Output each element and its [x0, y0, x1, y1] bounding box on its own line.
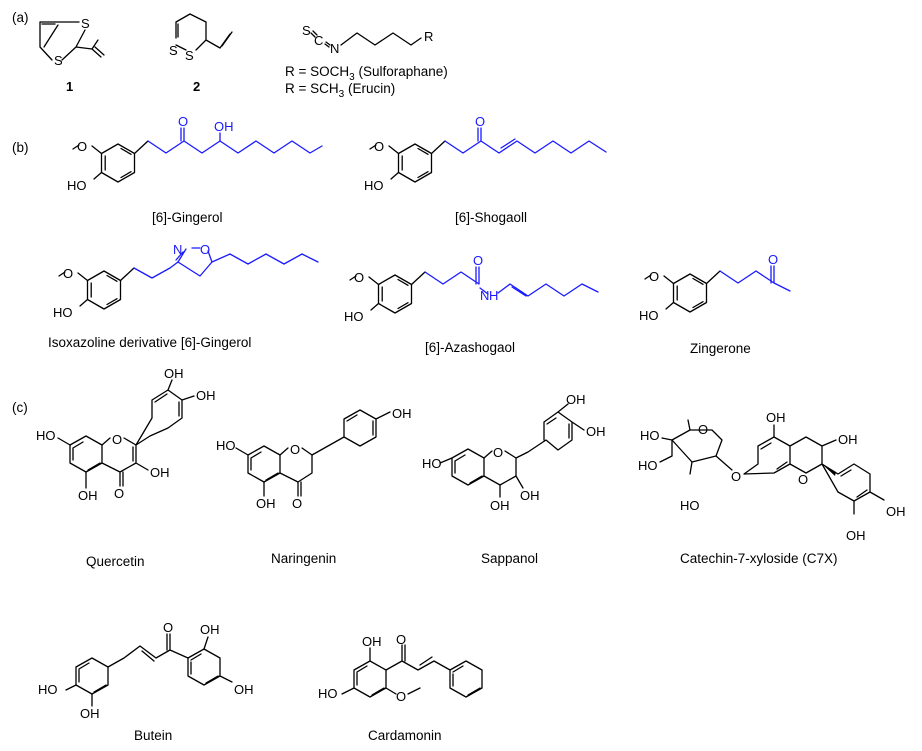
hydroxyl-label: OH — [838, 432, 858, 447]
compound-2-number: 2 — [193, 79, 200, 94]
isothiocyanate-structure: S C N R — [302, 23, 433, 56]
hydroxyl-label: OH — [886, 504, 906, 519]
oxygen-atom: O — [200, 242, 210, 257]
hydroxyl-label: HO — [638, 458, 658, 473]
naringenin-caption: Naringenin — [271, 551, 336, 566]
butein-structure: O HO OH OH OH — [38, 620, 254, 721]
compound-2-structure: S S — [169, 13, 233, 63]
hydroxyl-label: HO — [344, 309, 364, 324]
naringenin-structure: O O HO OH OH — [216, 406, 412, 511]
catechin-xyloside-caption: Catechin-7-xyloside (C7X) — [680, 551, 838, 566]
hydroxyl-label: HO — [38, 682, 58, 697]
panel-label-a: (a) — [12, 10, 29, 25]
nitrogen-atom: N — [480, 288, 489, 303]
quercetin-structure: O O OH HO OH OH OH — [36, 366, 216, 503]
azashogaol-structure: O HO O N H — [344, 253, 599, 324]
nitrogen-atom: N — [330, 41, 339, 56]
hydroxyl-label: OH — [766, 410, 786, 425]
oxygen-atom: O — [374, 139, 384, 154]
sulfur-atom: S — [54, 53, 63, 68]
hydroxyl-label: HO — [680, 498, 700, 513]
ring-oxygen: O — [698, 422, 708, 437]
r-group-label: R — [424, 29, 433, 44]
hydroxyl-label: OH — [164, 366, 184, 381]
ring-oxygen: O — [798, 472, 808, 487]
sulfur-atom: S — [81, 16, 90, 31]
hydroxyl-label: OH — [362, 634, 382, 649]
zingerone-structure: O HO O — [639, 252, 791, 323]
hydroxyl-label: HO — [53, 305, 73, 320]
hydroxyl-label: OH — [586, 424, 606, 439]
hydroxyl-label: HO — [318, 686, 338, 701]
hydroxyl-label: OH — [200, 622, 220, 637]
hydroxyl-label: OH — [256, 496, 276, 511]
gingerol-structure: O HO O OH — [67, 114, 323, 193]
catechin-xyloside-structure: O HO HO HO O O OH OH OH OH — [638, 410, 906, 543]
hydroxyl-label: OH — [150, 465, 170, 480]
quercetin-caption: Quercetin — [86, 554, 145, 569]
shogaol-caption: [6]-Shogaoll — [455, 210, 527, 225]
sulfur-atom: S — [302, 23, 311, 38]
hydroxyl-label: OH — [234, 682, 254, 697]
gingerol-caption: [6]-Gingerol — [152, 210, 223, 225]
hydroxyl-label: OH — [566, 392, 586, 407]
r-definition-erucin: R = SCH3 (Erucin) — [285, 81, 395, 100]
oxygen-atom: O — [63, 266, 73, 281]
ring-oxygen: O — [112, 432, 122, 447]
hydroxyl-label: HO — [67, 178, 87, 193]
nitrogen-atom: N — [173, 242, 182, 257]
sappanol-caption: Sappanol — [481, 551, 538, 566]
oxygen-atom: O — [649, 269, 659, 284]
hydroxyl-label: OH — [520, 488, 540, 503]
ring-oxygen: O — [493, 445, 503, 460]
cardamonin-structure: O OH HO O — [318, 632, 483, 704]
hydroxyl-label: OH — [392, 406, 412, 421]
carbon-atom: C — [314, 33, 323, 48]
carbonyl-oxygen: O — [396, 632, 406, 647]
butein-caption: Butein — [134, 728, 172, 743]
hydroxyl-label: OH — [490, 498, 510, 513]
hydroxyl-label: HO — [639, 308, 659, 323]
hydroxyl-label: HO — [422, 456, 442, 471]
isoxazoline-caption: Isoxazoline derivative [6]-Gingerol — [48, 335, 251, 350]
azashogaol-caption: [6]-Azashogaol — [425, 340, 515, 355]
hydroxyl-label: HO — [36, 428, 56, 443]
hydroxyl-label: OH — [80, 706, 100, 721]
panel-label-c: (c) — [12, 400, 28, 415]
r-definition-sulforaphane: R = SOCH3 (Sulforaphane) — [285, 64, 448, 83]
carbonyl-oxygen: O — [292, 496, 302, 511]
hydroxyl-label: OH — [846, 528, 866, 543]
carbonyl-oxygen: O — [178, 114, 188, 129]
panel-label-b: (b) — [12, 140, 29, 155]
isoxazoline-structure: O HO N O — [53, 242, 319, 320]
cardamonin-caption: Cardamonin — [368, 728, 442, 743]
shogaol-structure: O HO O — [364, 114, 607, 193]
hydroxyl-label: HO — [216, 438, 236, 453]
hydroxyl-label: OH — [196, 388, 216, 403]
carbonyl-oxygen: O — [475, 114, 485, 129]
hydroxyl-label: HO — [640, 428, 660, 443]
carbonyl-oxygen: O — [163, 620, 173, 635]
sappanol-structure: O HO OH OH OH OH — [422, 392, 606, 513]
sulfur-atom: S — [169, 43, 178, 58]
compound-1-structure: S S — [39, 16, 105, 68]
oxygen-atom: O — [77, 139, 87, 154]
glycosidic-oxygen: O — [731, 469, 741, 484]
hydroxyl-label: OH — [214, 119, 234, 134]
methoxy-oxygen: O — [396, 689, 406, 704]
carbonyl-oxygen: O — [768, 252, 778, 267]
amide-hydrogen: H — [489, 288, 498, 303]
ring-oxygen: O — [290, 442, 300, 457]
hydroxyl-label: HO — [364, 178, 384, 193]
compound-1-number: 1 — [66, 79, 73, 94]
zingerone-caption: Zingerone — [690, 341, 751, 356]
carbonyl-oxygen: O — [473, 253, 483, 268]
carbonyl-oxygen: O — [114, 486, 124, 501]
oxygen-atom: O — [354, 270, 364, 285]
sulfur-atom: S — [185, 48, 194, 63]
hydroxyl-label: OH — [78, 488, 98, 503]
